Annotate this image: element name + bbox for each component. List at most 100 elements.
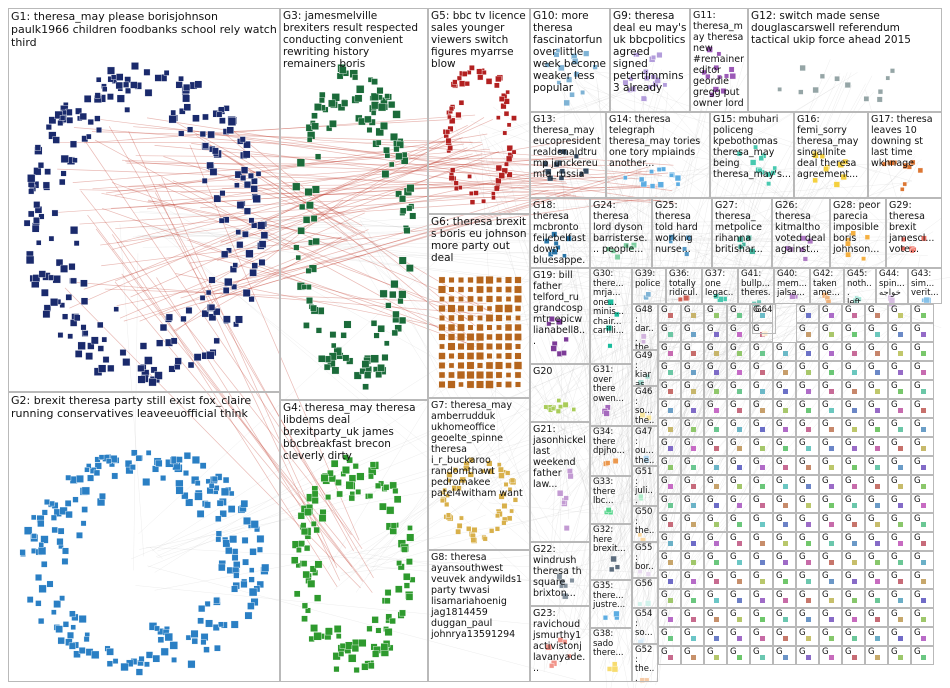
group-small-cell[interactable]: G bbox=[750, 570, 773, 589]
group-small-cell[interactable]: G bbox=[704, 418, 727, 437]
group-small-cell[interactable]: G bbox=[704, 570, 727, 589]
group-small-cell[interactable]: G bbox=[658, 532, 681, 551]
group-small-cell[interactable]: G bbox=[842, 513, 865, 532]
group-small-cell[interactable]: G bbox=[888, 323, 911, 342]
group-g37[interactable]: G37: one legac... bbox=[702, 268, 738, 304]
group-small-cell[interactable]: G bbox=[819, 608, 842, 627]
group-g42[interactable]: G42: taken ame... bbox=[810, 268, 844, 304]
group-small-cell[interactable]: G bbox=[819, 494, 842, 513]
group-small-cell[interactable]: G bbox=[681, 399, 704, 418]
group-small-cell[interactable]: G bbox=[796, 380, 819, 399]
group-small-cell[interactable]: G bbox=[681, 418, 704, 437]
group-g1[interactable]: G1: theresa_may please borisjohnson paul… bbox=[8, 8, 280, 392]
group-small-cell[interactable]: G bbox=[750, 304, 773, 323]
group-small-cell[interactable]: G bbox=[911, 494, 934, 513]
group-g19[interactable]: G19: bill father telford_ru grandcosp mt… bbox=[530, 268, 590, 364]
group-small-cell[interactable]: G bbox=[727, 627, 750, 646]
group-small-cell[interactable]: G bbox=[727, 494, 750, 513]
group-small-cell[interactable]: G bbox=[727, 361, 750, 380]
group-small-cell[interactable]: G bbox=[888, 589, 911, 608]
group-g16[interactable]: G16: femi_sorry theresa_may singallnite … bbox=[794, 112, 868, 198]
group-small-cell[interactable]: G bbox=[842, 418, 865, 437]
group-small-cell[interactable]: G bbox=[911, 475, 934, 494]
group-g15[interactable]: G15: mbuhari policeng kpebothomas theres… bbox=[710, 112, 794, 198]
group-small-cell[interactable]: G bbox=[750, 399, 773, 418]
group-small-cell[interactable]: G bbox=[888, 437, 911, 456]
group-small-cell[interactable]: G bbox=[888, 399, 911, 418]
group-small-cell[interactable]: G bbox=[704, 589, 727, 608]
group-small-cell[interactable]: G bbox=[796, 361, 819, 380]
group-g33[interactable]: G33: there lbc... bbox=[590, 476, 632, 524]
group-small-cell[interactable]: G bbox=[865, 361, 888, 380]
group-g36[interactable]: G36: totally ridicul... bbox=[666, 268, 702, 304]
group-small-cell[interactable]: G bbox=[842, 304, 865, 323]
group-small-cell[interactable]: G bbox=[727, 646, 750, 665]
group-small-cell[interactable]: G bbox=[658, 475, 681, 494]
group-small-cell[interactable]: G bbox=[658, 399, 681, 418]
group-small-cell[interactable]: G bbox=[750, 646, 773, 665]
group-g52[interactable]: G52: the... bbox=[632, 644, 658, 682]
group-small-cell[interactable]: G bbox=[658, 342, 681, 361]
group-small-cell[interactable]: G bbox=[750, 380, 773, 399]
group-g55[interactable]: G55: bor... bbox=[632, 542, 658, 578]
group-small-cell[interactable]: G bbox=[773, 494, 796, 513]
group-small-cell[interactable]: G bbox=[819, 513, 842, 532]
group-small-cell[interactable]: G bbox=[773, 437, 796, 456]
group-small-cell[interactable]: G bbox=[658, 551, 681, 570]
group-small-cell[interactable]: G bbox=[842, 399, 865, 418]
group-small-cell[interactable]: G bbox=[750, 513, 773, 532]
group-small-cell[interactable]: G bbox=[727, 418, 750, 437]
group-small-cell[interactable]: G bbox=[911, 627, 934, 646]
group-small-cell[interactable]: G bbox=[704, 380, 727, 399]
group-g9[interactable]: G9: theresa deal eu may's uk bbcpolitics… bbox=[610, 8, 690, 112]
group-small-cell[interactable]: G bbox=[727, 304, 750, 323]
group-g35[interactable]: G35: there... justre... bbox=[590, 580, 632, 628]
group-g28[interactable]: G28: peor parecia imposible boris johnso… bbox=[830, 198, 886, 268]
group-g25[interactable]: G25: theresa told hard working nurse... bbox=[652, 198, 712, 268]
group-small-cell[interactable]: G bbox=[750, 437, 773, 456]
group-small-cell[interactable]: G bbox=[842, 608, 865, 627]
group-small-cell[interactable]: G bbox=[842, 551, 865, 570]
group-small-cell[interactable]: G bbox=[704, 323, 727, 342]
group-small-cell[interactable]: G bbox=[704, 304, 727, 323]
group-small-cell[interactable]: G bbox=[796, 551, 819, 570]
group-small-cell[interactable]: G bbox=[819, 589, 842, 608]
group-small-cell[interactable]: G bbox=[911, 380, 934, 399]
group-small-cell[interactable]: G bbox=[658, 589, 681, 608]
group-small-cell[interactable]: G bbox=[888, 361, 911, 380]
group-small-cell[interactable]: G bbox=[750, 418, 773, 437]
group-small-cell[interactable]: G bbox=[727, 437, 750, 456]
group-small-cell[interactable]: G bbox=[865, 323, 888, 342]
group-small-cell[interactable]: G bbox=[773, 456, 796, 475]
group-small-cell[interactable]: G bbox=[842, 361, 865, 380]
group-g17[interactable]: G17: theresa leaves 10 downing st last t… bbox=[868, 112, 942, 198]
group-small-cell[interactable]: G bbox=[865, 399, 888, 418]
group-small-cell[interactable]: G bbox=[796, 418, 819, 437]
group-small-cell[interactable]: G bbox=[911, 532, 934, 551]
group-small-cell[interactable]: G bbox=[911, 551, 934, 570]
group-small-cell[interactable]: G bbox=[819, 475, 842, 494]
group-small-cell[interactable]: G bbox=[750, 475, 773, 494]
group-small-cell[interactable]: G bbox=[750, 494, 773, 513]
group-small-cell[interactable]: G bbox=[658, 361, 681, 380]
group-small-cell[interactable]: G bbox=[796, 304, 819, 323]
group-small-cell[interactable]: G bbox=[704, 551, 727, 570]
group-small-cell[interactable]: G bbox=[658, 494, 681, 513]
group-small-cell[interactable]: G bbox=[796, 456, 819, 475]
group-small-cell[interactable]: G bbox=[727, 570, 750, 589]
group-small-cell[interactable]: G bbox=[911, 646, 934, 665]
group-small-cell[interactable]: G bbox=[888, 456, 911, 475]
group-g30[interactable]: G30: there... mrja... one... minis... ch… bbox=[590, 268, 632, 364]
group-small-cell[interactable]: G bbox=[681, 456, 704, 475]
group-g56[interactable]: G56 bbox=[632, 578, 658, 608]
group-small-cell[interactable]: G bbox=[727, 342, 750, 361]
group-small-cell[interactable]: G bbox=[773, 513, 796, 532]
group-small-cell[interactable]: G bbox=[865, 456, 888, 475]
group-g47[interactable]: G47: ou... the... bbox=[632, 426, 658, 466]
group-small-cell[interactable]: G bbox=[865, 304, 888, 323]
group-g50[interactable]: G50: the... bbox=[632, 506, 658, 542]
group-small-cell[interactable]: G bbox=[865, 513, 888, 532]
group-small-cell[interactable]: G bbox=[796, 646, 819, 665]
group-g18[interactable]: G18: theresa mcbronto feilebelfast down … bbox=[530, 198, 590, 268]
group-g23[interactable]: G23: ravichoud jsmurthy1 activistonj lav… bbox=[530, 606, 590, 682]
